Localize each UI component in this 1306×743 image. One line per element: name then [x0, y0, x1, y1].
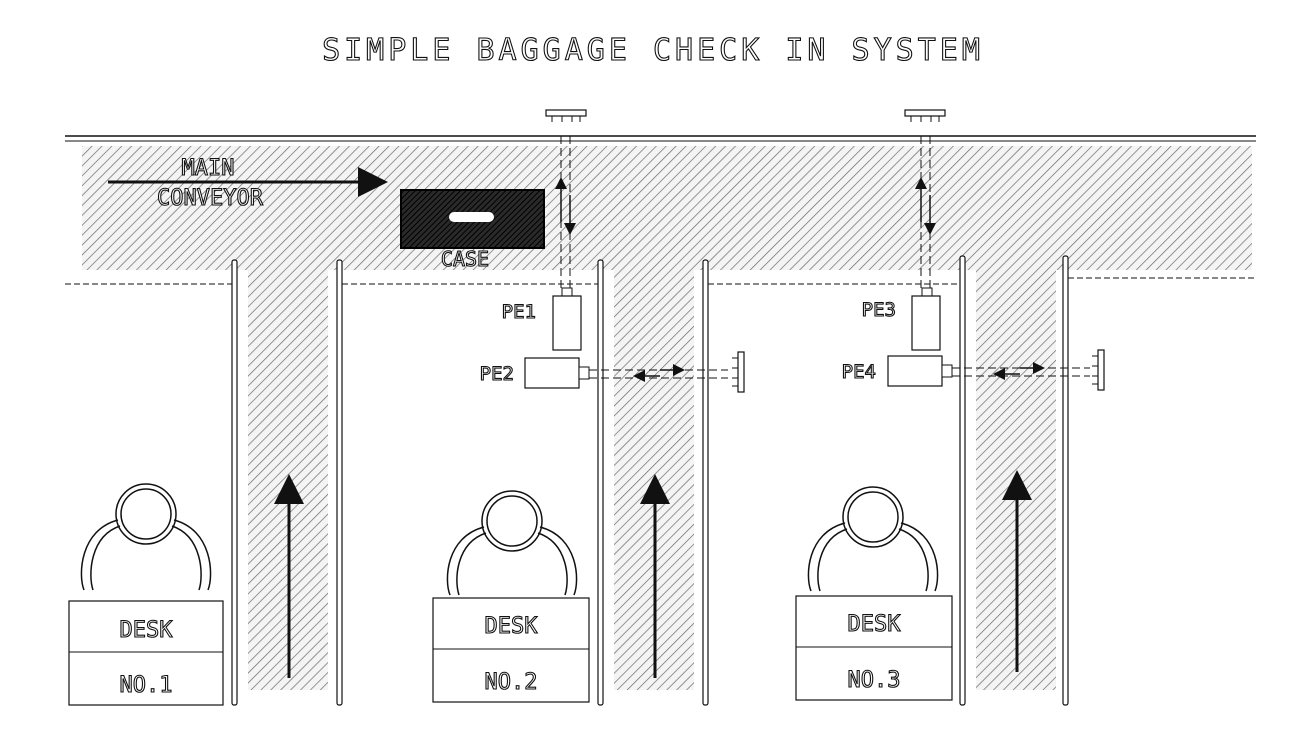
desk-3-number: NO.3: [848, 668, 901, 693]
pe2-beam: [589, 364, 728, 382]
desk-1-number: NO.1: [120, 673, 173, 698]
pe4-beam: [952, 362, 1090, 380]
pe4-sensor-icon: [887, 355, 953, 387]
main-conveyor: [65, 135, 1256, 285]
desk-3: DESK NO.3: [795, 595, 953, 701]
pe2-sensor-icon: [524, 357, 590, 389]
baggage-case: [400, 189, 545, 249]
operator-1-icon: [80, 483, 212, 591]
pe3-beam: [915, 136, 936, 288]
pe1-sensor-icon: [552, 287, 582, 351]
main-conveyor-label-line1: MAIN: [182, 156, 235, 181]
feeder-conveyor-3: [959, 255, 1069, 706]
pe3-sensor-icon: [911, 287, 941, 351]
pe1-beam: [555, 136, 576, 288]
operator-2-icon: [446, 490, 578, 596]
desk-2: DESK NO.2: [432, 597, 590, 703]
pe4-label: PE4: [842, 361, 876, 383]
main-conveyor-label-line2: CONVEYOR: [157, 186, 264, 211]
operator-3-icon: [807, 486, 939, 592]
pe1-label: PE1: [502, 301, 536, 323]
reflector-top-3-icon: [904, 109, 946, 122]
desk-1: DESK NO.1: [68, 600, 224, 706]
desk-2-label: DESK: [485, 614, 539, 639]
reflector-side-2-icon: [732, 351, 745, 393]
desk-1-label: DESK: [120, 618, 174, 643]
feeder-conveyor-2: [597, 259, 709, 706]
desk-2-number: NO.2: [485, 670, 538, 695]
case-label: CASE: [441, 247, 489, 271]
reflector-top-2-icon: [545, 109, 587, 122]
feeder-conveyor-1: [231, 259, 343, 706]
desk-3-label: DESK: [848, 612, 902, 637]
diagram-title: SIMPLE BAGGAGE CHECK IN SYSTEM: [322, 33, 984, 68]
pe2-label: PE2: [480, 363, 514, 385]
reflector-side-3-icon: [1092, 349, 1105, 391]
pe3-label: PE3: [862, 299, 896, 321]
